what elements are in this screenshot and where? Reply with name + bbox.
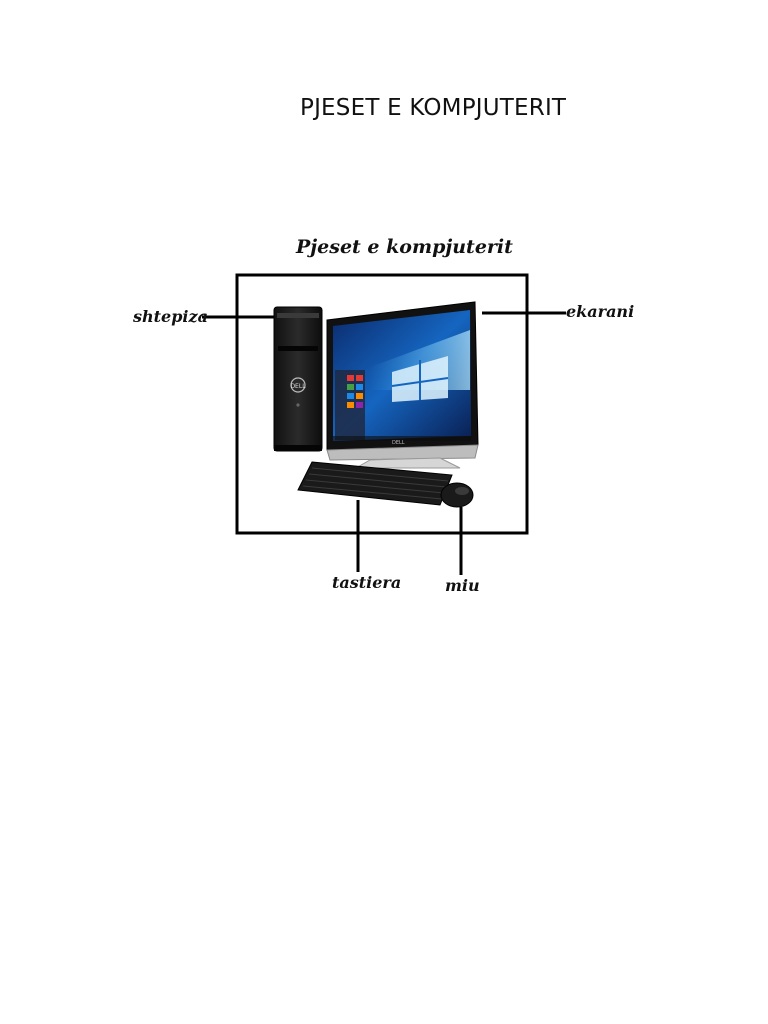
monitor-label: ekarani bbox=[566, 302, 635, 321]
svg-text:DELL: DELL bbox=[290, 383, 306, 390]
mouse-image bbox=[440, 482, 474, 508]
mouse-label: miu bbox=[445, 576, 480, 595]
monitor-image: DELL bbox=[326, 301, 479, 469]
keyboard-image bbox=[297, 461, 453, 506]
monitor-brand: DELL bbox=[392, 440, 405, 446]
page-title: PJESET E KOMPJUTERIT bbox=[300, 95, 567, 121]
case-label: shtepiza bbox=[133, 307, 208, 326]
keyboard-label: tastiera bbox=[332, 573, 402, 592]
computer-case-image: DELL bbox=[273, 306, 323, 452]
diagram-frame bbox=[235, 273, 529, 535]
diagram-title: Pjeset e kompjuterit bbox=[296, 236, 513, 258]
